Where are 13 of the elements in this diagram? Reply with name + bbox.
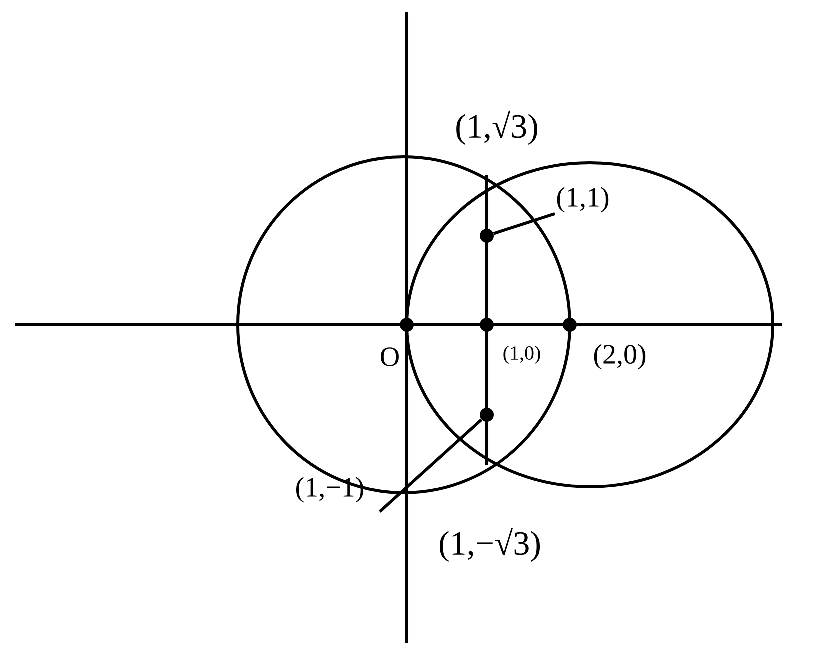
leader-line <box>493 212 556 236</box>
point-label: (1,√3) <box>456 110 538 146</box>
leader-line <box>378 418 483 514</box>
point-dot <box>563 318 577 332</box>
point-label: O <box>381 348 399 366</box>
point-label: (1,1) <box>557 187 609 213</box>
point-dot <box>480 229 494 243</box>
point-label: (1,−√3) <box>440 528 540 562</box>
point-label: (2,0) <box>594 344 646 370</box>
point-dot <box>480 408 494 422</box>
point-dot <box>400 318 414 332</box>
point-dot <box>480 318 494 332</box>
point-label: (1,0) <box>504 346 540 364</box>
